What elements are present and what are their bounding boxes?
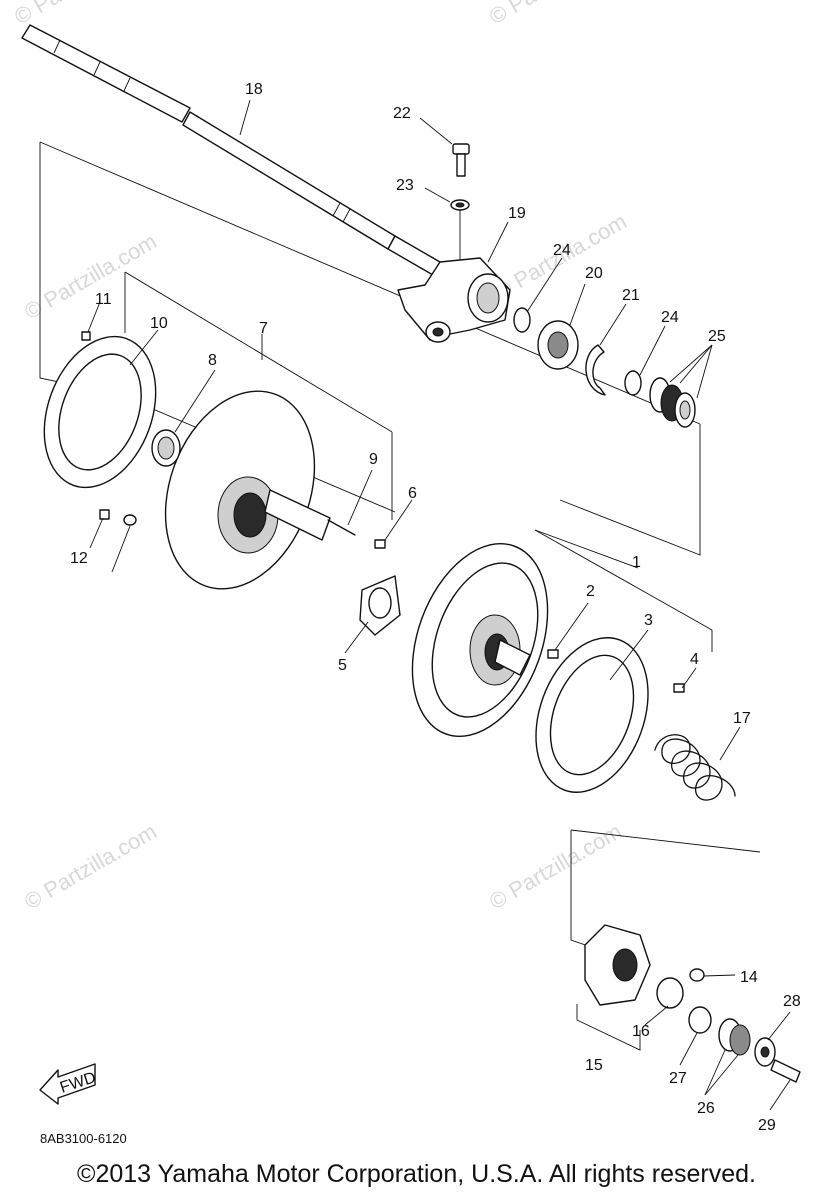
spring — [654, 734, 736, 801]
bearing-set — [513, 307, 696, 428]
callout-1: 1 — [632, 554, 641, 571]
callout-29: 29 — [758, 1117, 776, 1134]
watermark: © Partzilla.com — [20, 229, 161, 325]
assembly-brackets — [39, 141, 761, 1051]
leader-lines — [87, 99, 791, 1111]
callout-20: 20 — [585, 265, 603, 282]
callout-5: 5 — [338, 657, 347, 674]
callout-12: 12 — [70, 550, 88, 567]
callout-26: 26 — [697, 1100, 715, 1117]
callout-11: 11 — [95, 291, 112, 308]
callout-21: 21 — [622, 287, 640, 304]
callout-8: 8 — [208, 352, 217, 369]
callout-15: 15 — [585, 1057, 603, 1074]
movable-sheave — [411, 542, 549, 738]
callout-9: 9 — [369, 451, 378, 468]
watermark: © Partzilla.com — [20, 819, 161, 915]
callout-25: 25 — [708, 328, 726, 345]
callout-24: 24 — [661, 309, 679, 326]
callout-labels: 18 22 23 19 24 20 21 24 25 11 10 7 8 9 6… — [70, 81, 801, 1134]
callout-27: 27 — [669, 1070, 687, 1087]
callout-14: 14 — [740, 969, 758, 986]
callout-17: 17 — [733, 710, 751, 727]
sheave-plates — [43, 335, 649, 793]
shaft — [21, 24, 441, 276]
callout-19: 19 — [508, 205, 526, 222]
fwd-label: FWD — [58, 1069, 98, 1096]
small-parts — [81, 331, 685, 693]
callout-24-top: 24 — [553, 242, 571, 259]
callout-6: 6 — [408, 485, 417, 502]
callout-18: 18 — [245, 81, 263, 98]
callout-10: 10 — [150, 315, 168, 332]
callout-28: 28 — [783, 993, 801, 1010]
cam-assembly — [584, 924, 801, 1083]
callout-2: 2 — [586, 583, 595, 600]
fixed-sheave — [151, 390, 356, 590]
fwd-arrow-icon: FWD — [39, 1063, 98, 1105]
callout-7: 7 — [259, 320, 268, 337]
callout-4: 4 — [690, 651, 699, 668]
bolt-washer — [450, 143, 470, 262]
callout-16: 16 — [632, 1023, 650, 1040]
callout-22: 22 — [393, 105, 411, 122]
callout-23: 23 — [396, 177, 414, 194]
watermark: © Partzilla.com — [485, 819, 626, 915]
bracket-arm — [397, 257, 511, 343]
diagram-code: 8AB3100-6120 — [40, 1131, 127, 1146]
copyright-notice: ©2013 Yamaha Motor Corporation, U.S.A. A… — [77, 1160, 756, 1188]
watermark: © Partzilla.com — [485, 0, 626, 29]
callout-3: 3 — [644, 612, 653, 629]
